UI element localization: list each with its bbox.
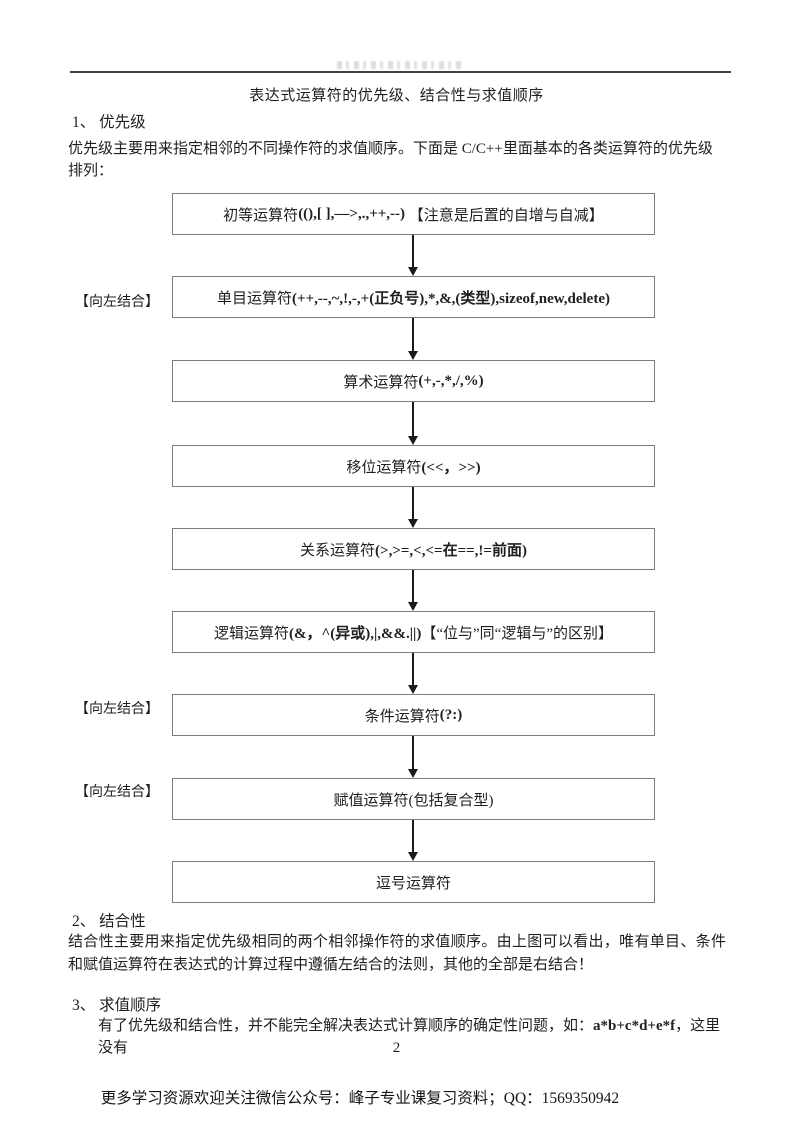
flow-arrow-down: [408, 487, 418, 528]
flow-box-text: 逻辑运算符: [214, 625, 290, 642]
page-number: 2: [392, 1040, 401, 1056]
flow-box-primary-operators: 初等运算符((),[ ],—>,.,++,--) 【注意是后置的自增与自减】: [172, 193, 655, 235]
section-heading-precedence: 1、 优先级: [72, 114, 146, 131]
arrow-shaft: [412, 402, 414, 436]
flow-box-operators: (>,>=,<,<=在==,!=前面): [375, 542, 527, 559]
flow-arrow-down: [408, 653, 418, 694]
assoc-label-unary: 【向左结合】: [75, 295, 159, 310]
flow-box-comma-operator: 逗号运算符: [172, 861, 655, 903]
section-heading-associativity: 2、 结合性: [72, 913, 146, 930]
arrowhead-icon: [408, 769, 418, 778]
flow-box-text: 初等运算符: [223, 207, 299, 224]
arrow-shaft: [412, 736, 414, 769]
paragraph-text: 有了优先级和结合性，并不能完全解决表达式计算顺序的确定性问题，如：: [98, 1018, 594, 1034]
flow-box-operators: (?:): [439, 706, 463, 723]
flow-box-relational-operators: 关系运算符(>,>=,<,<=在==,!=前面): [172, 528, 655, 570]
flow-arrow-down: [408, 820, 418, 861]
paragraph-associativity: 结合性主要用来指定优先级相同的两个相邻操作符的求值顺序。由上图可以看出，唯有单目…: [68, 934, 726, 973]
flow-box-note: 【注意是后置的自增与自减】: [405, 207, 604, 224]
flow-box-text: 移位运算符: [346, 459, 422, 476]
flow-box-text: 单目运算符: [217, 290, 293, 307]
flow-box-operators: (&，^(异或),|,&&.||): [289, 625, 422, 642]
flow-box-conditional-operator: 条件运算符(?:): [172, 694, 655, 736]
flow-box-assignment-operators: 赋值运算符(包括复合型): [172, 778, 655, 820]
arrow-shaft: [412, 235, 414, 267]
arrowhead-icon: [408, 351, 418, 360]
flow-arrow-down: [408, 736, 418, 778]
flow-box-text: 关系运算符: [300, 542, 376, 559]
paragraph-text: ，这里没有: [98, 1018, 721, 1056]
section-heading-evaluation-order: 3、 求值顺序: [72, 997, 162, 1014]
flow-arrow-down: [408, 235, 418, 276]
flow-box-operators: (++,--,~,!,-,+(正负号),*,&,(类型),sizeof,new,…: [292, 290, 610, 307]
arrow-shaft: [412, 820, 414, 852]
arrow-shaft: [412, 318, 414, 351]
flow-box-operators: (<<，>>): [421, 459, 481, 476]
assoc-label-assignment: 【向左结合】: [75, 785, 159, 800]
flow-box-text: (包括复合型): [408, 792, 494, 809]
arrowhead-icon: [408, 602, 418, 611]
clipped-header-text-remnant: [337, 61, 463, 69]
paragraph-precedence: 优先级主要用来指定相邻的不同操作符的求值顺序。下面是 C/C++里面基本的各类运…: [68, 141, 713, 179]
arrow-shaft: [412, 570, 414, 602]
flow-box-text: 条件运算符: [364, 708, 440, 725]
flow-arrow-down: [408, 318, 418, 360]
flow-box-operators: (+,-,*,/,%): [418, 372, 484, 389]
arrow-shaft: [412, 653, 414, 685]
flow-arrow-down: [408, 570, 418, 611]
inline-expression: a*b+c*d+e*f: [593, 1018, 676, 1034]
arrowhead-icon: [408, 436, 418, 445]
flow-box-text: 逗号运算符: [375, 875, 451, 892]
flow-box-logical-operators: 逻辑运算符(&，^(异或),|,&&.||)【“位与”同“逻辑与”的区别】: [172, 611, 655, 653]
arrowhead-icon: [408, 852, 418, 861]
arrow-shaft: [412, 487, 414, 519]
arrowhead-icon: [408, 267, 418, 276]
flow-box-operators: ((),[ ],—>,.,++,--): [298, 205, 406, 222]
flow-box-unary-operators: 单目运算符(++,--,~,!,-,+(正负号),*,&,(类型),sizeof…: [172, 276, 655, 318]
footer-contact-line: 更多学习资源欢迎关注微信公众号：峰子专业课复习资料；QQ：1569350942: [100, 1090, 620, 1107]
arrowhead-icon: [408, 685, 418, 694]
flow-box-shift-operators: 移位运算符(<<，>>): [172, 445, 655, 487]
flow-arrow-down: [408, 402, 418, 445]
flow-box-text: 算术运算符: [343, 374, 419, 391]
assoc-label-conditional: 【向左结合】: [75, 702, 159, 717]
flow-box-text: 赋值运算符: [333, 792, 409, 809]
arrowhead-icon: [408, 519, 418, 528]
flow-box-note: 【“位与”同“逻辑与”的区别】: [421, 625, 613, 642]
flow-box-arithmetic-operators: 算术运算符(+,-,*,/,%): [172, 360, 655, 402]
header-rule: [70, 71, 731, 73]
paragraph-evaluation-order: 有了优先级和结合性，并不能完全解决表达式计算顺序的确定性问题，如：a*b+c*d…: [98, 1015, 730, 1059]
page-title: 表达式运算符的优先级、结合性与求值顺序: [249, 88, 544, 104]
